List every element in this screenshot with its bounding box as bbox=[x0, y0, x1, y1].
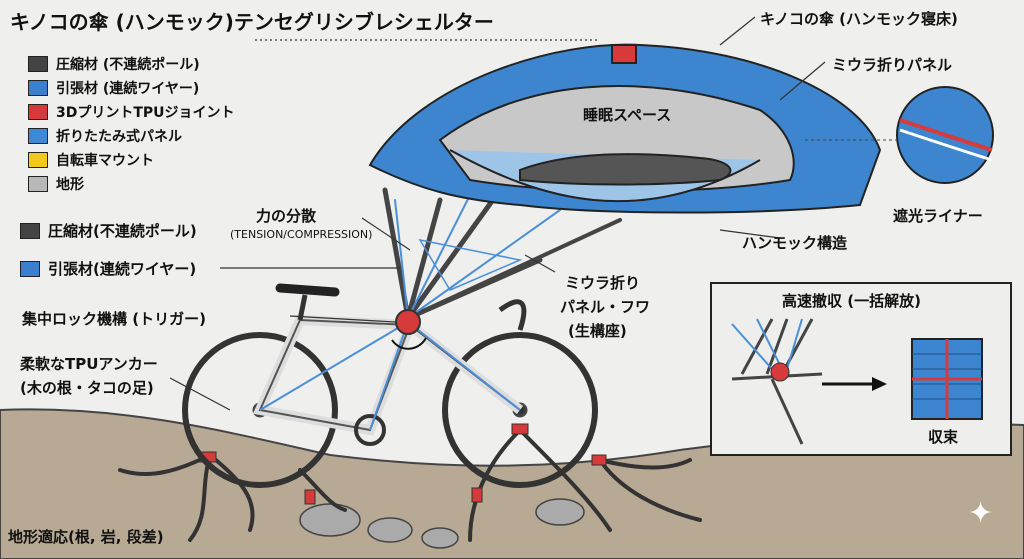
label-miura-panel: ミウラ折りパネル bbox=[832, 56, 953, 74]
leader-lines bbox=[169, 16, 826, 411]
label-force: 力の分散 bbox=[256, 207, 317, 225]
legend-item: 引張材 (連続ワイヤー) bbox=[28, 76, 235, 100]
legend-label: 3DプリントTPUジョイント bbox=[56, 105, 235, 121]
swatch-compression bbox=[28, 56, 48, 72]
swatch-tension-2 bbox=[20, 260, 40, 277]
label-liner: 遮光ライナー bbox=[893, 207, 983, 225]
swatch-tension bbox=[28, 80, 48, 96]
legend2-label: 圧縮材(不連続ポール) bbox=[48, 222, 197, 240]
swatch-panel bbox=[28, 128, 48, 144]
legend-item: 3DプリントTPUジョイント bbox=[28, 100, 235, 124]
page-title: キノコの傘 (ハンモック)テンセグリシブレシェルター bbox=[10, 10, 494, 34]
legend: 圧縮材 (不連続ポール) 引張材 (連続ワイヤー) 3DプリントTPUジョイント… bbox=[28, 52, 235, 196]
label-terrain: 地形適応(根, 岩, 段差) bbox=[8, 528, 164, 546]
liner-inset bbox=[805, 86, 994, 184]
label-miura-flap-3: (生構座) bbox=[568, 322, 627, 340]
swatch-compression-2 bbox=[20, 222, 40, 239]
label-miura-flap-1: ミウラ折り bbox=[565, 274, 641, 292]
label-force-sub: (TENSION/COMPRESSION) bbox=[230, 228, 373, 241]
bundle-icon bbox=[911, 338, 983, 420]
legend-item: 地形 bbox=[28, 172, 235, 196]
quick-pack-title: 高速撤収 (一括解放) bbox=[782, 292, 921, 310]
label-anchor-1: 柔軟なTPUアンカー bbox=[20, 355, 158, 373]
sparkle-icon: ✦ bbox=[968, 496, 994, 531]
legend-label: 圧縮材 (不連続ポール) bbox=[56, 57, 200, 73]
quick-pack-panel: 高速撤収 (一括解放) 収束 bbox=[710, 282, 1012, 456]
legend2-item-compression: 圧縮材(不連続ポール) bbox=[20, 220, 197, 241]
legend2-item-tension: 引張材(連続ワイヤー) bbox=[20, 258, 196, 279]
swatch-tpu bbox=[28, 104, 48, 120]
label-bundle: 収束 bbox=[928, 428, 959, 446]
swatch-bike-mount bbox=[28, 152, 48, 168]
legend-item: 自転車マウント bbox=[28, 148, 235, 172]
legend2-label: 引張材(連続ワイヤー) bbox=[48, 260, 197, 278]
label-hammock: ハンモック構造 bbox=[742, 234, 848, 252]
legend-label: 折りたたみ式パネル bbox=[56, 129, 182, 145]
lock-mechanism bbox=[391, 309, 427, 350]
mushroom-canopy bbox=[368, 43, 882, 214]
label-anchor-2: (木の根・タコの足) bbox=[20, 379, 154, 397]
legend-label: 地形 bbox=[56, 177, 84, 193]
label-canopy: キノコの傘 (ハンモック寝床) bbox=[760, 10, 958, 28]
legend-label: 引張材 (連続ワイヤー) bbox=[56, 81, 200, 97]
legend-item: 折りたたみ式パネル bbox=[28, 124, 235, 148]
label-lock: 集中ロック機構 (トリガー) bbox=[22, 310, 206, 328]
rocks bbox=[299, 498, 585, 549]
struts bbox=[382, 187, 622, 321]
quick-pack-illustration bbox=[731, 318, 983, 445]
label-miura-flap-2: パネル・フワ bbox=[560, 298, 651, 316]
bike-tension-wires bbox=[259, 321, 521, 431]
legend-label: 自転車マウント bbox=[56, 153, 154, 169]
legend-item: 圧縮材 (不連続ポール) bbox=[28, 52, 235, 76]
label-sleep-space: 睡眠スペース bbox=[583, 106, 672, 124]
swatch-terrain bbox=[28, 176, 48, 192]
